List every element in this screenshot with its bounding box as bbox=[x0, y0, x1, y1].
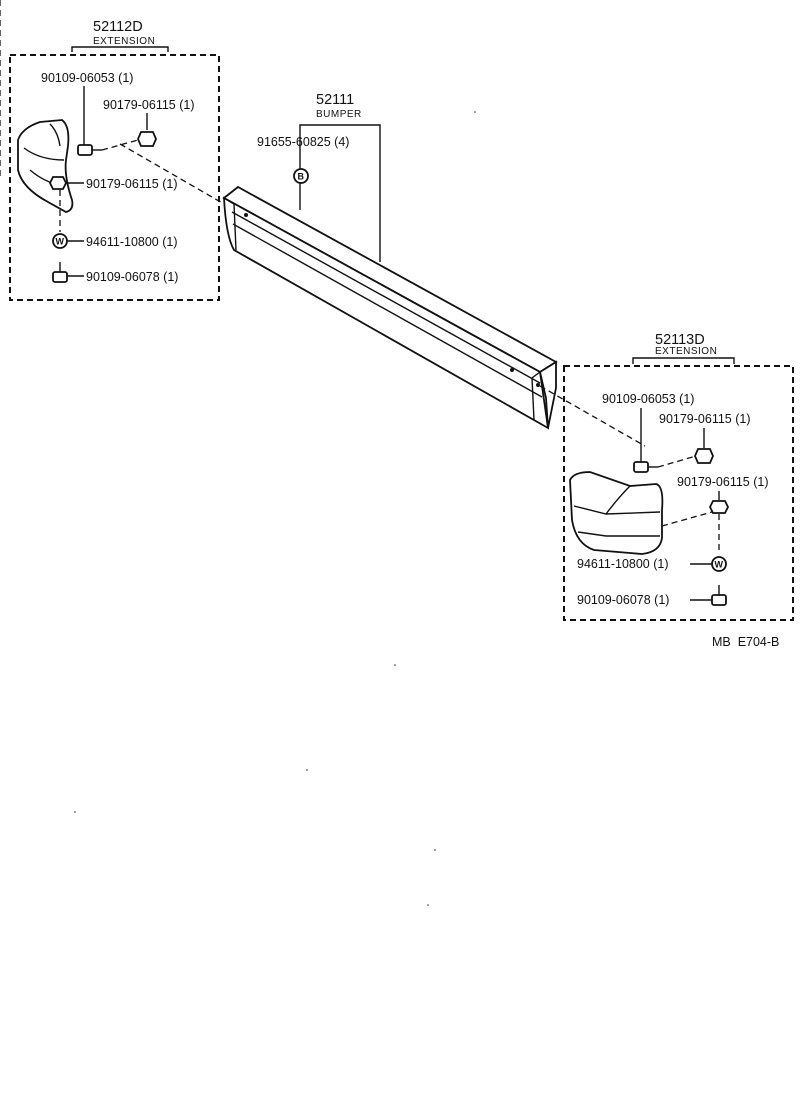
scan-specks bbox=[74, 111, 476, 906]
right-dash-link-1 bbox=[657, 455, 697, 468]
bolt-symbol-icon: B bbox=[293, 168, 309, 184]
diagram-code: MB E704-B bbox=[712, 635, 779, 649]
right-extension-part bbox=[569, 471, 664, 555]
right-dash-link-2 bbox=[661, 511, 713, 527]
left-extension-bracket bbox=[71, 46, 169, 52]
bolt-icon bbox=[52, 262, 68, 283]
left-extension-box bbox=[9, 54, 220, 301]
nut-icon bbox=[137, 131, 157, 147]
left-callout-washer: 94611-10800 (1) bbox=[86, 235, 178, 249]
bumper-name: BUMPER bbox=[316, 109, 362, 120]
left-extension-name: EXTENSION bbox=[93, 36, 155, 47]
left-dash-to-bumper bbox=[119, 143, 225, 205]
nut-icon bbox=[48, 176, 68, 190]
right-callout-nut-2: 90179-06115 (1) bbox=[677, 475, 769, 489]
washer-icon: W bbox=[52, 233, 68, 249]
left-callout-bolt-1: 90109-06053 (1) bbox=[41, 71, 133, 85]
right-extension-part-no: 52113D bbox=[655, 332, 705, 348]
bolt-icon bbox=[711, 585, 727, 606]
right-callout-bolt-1: 90109-06053 (1) bbox=[602, 392, 694, 406]
left-extension-group: 52112D EXTENSION 90109-06053 (1) 90179-0… bbox=[0, 0, 225, 301]
bumper-bar bbox=[222, 185, 558, 430]
right-callout-washer: 94611-10800 (1) bbox=[577, 557, 669, 571]
bolt-icon bbox=[77, 144, 102, 156]
left-callout-nut-2: 90179-06115 (1) bbox=[86, 177, 178, 191]
right-callout-bolt-2: 90109-06078 (1) bbox=[577, 593, 669, 607]
bumper-part-no: 52111 bbox=[316, 92, 354, 108]
right-extension-bracket bbox=[632, 357, 735, 364]
left-extension-part bbox=[17, 119, 74, 213]
right-extension-name: EXTENSION bbox=[655, 346, 717, 357]
nut-icon bbox=[708, 500, 730, 514]
bumper-bracket bbox=[299, 124, 381, 262]
bolt-icon bbox=[633, 461, 658, 473]
bumper-callout-bolt: 91655-60825 (4) bbox=[257, 135, 349, 149]
right-callout-nut-1: 90179-06115 (1) bbox=[659, 412, 751, 426]
right-extension-box bbox=[563, 365, 794, 621]
washer-icon: W bbox=[711, 556, 727, 572]
left-dash-link-1 bbox=[101, 139, 139, 151]
left-callout-bolt-2: 90109-06078 (1) bbox=[86, 270, 178, 284]
washer-symbol: W bbox=[56, 237, 65, 247]
left-callout-nut-1: 90179-06115 (1) bbox=[103, 98, 195, 112]
left-extension-part-no: 52112D bbox=[93, 19, 143, 35]
nut-icon bbox=[694, 448, 714, 464]
right-dash-from-bumper bbox=[539, 385, 646, 447]
bumper-group: 52111 BUMPER 91655-60825 (4) B bbox=[222, 92, 558, 430]
bolt-symbol: B bbox=[298, 172, 305, 182]
washer-symbol: W bbox=[715, 560, 724, 570]
right-extension-group: 52113D EXTENSION 90109-06053 (1) 90179-0… bbox=[539, 332, 794, 621]
